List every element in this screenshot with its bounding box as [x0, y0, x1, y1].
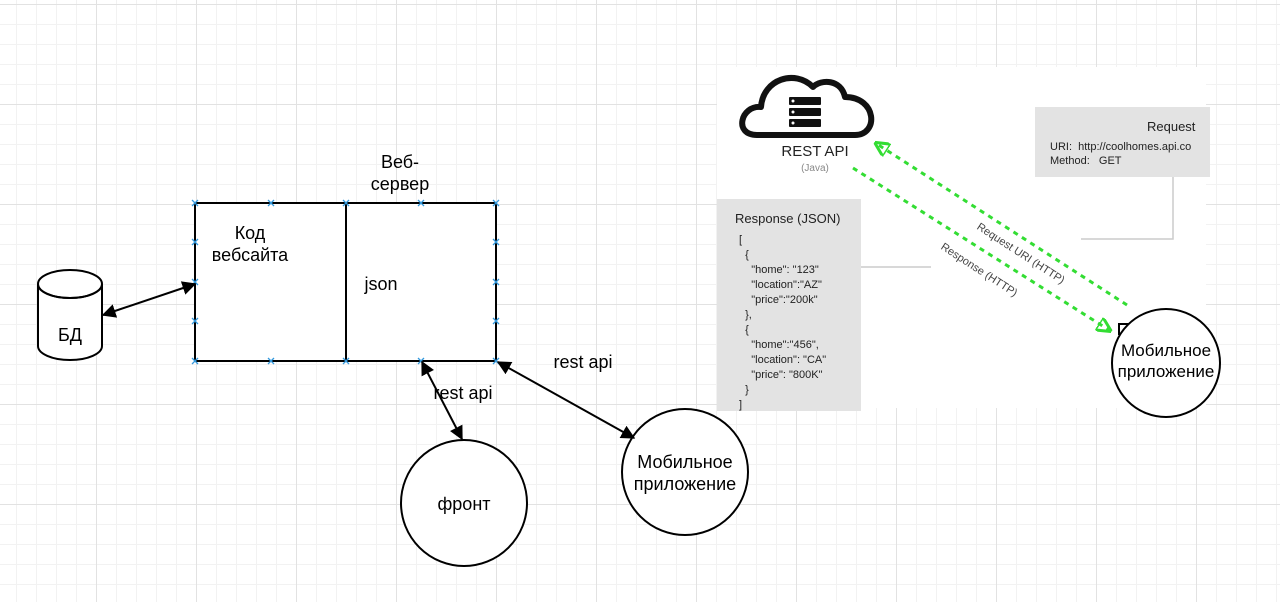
request-box: Request URI: http://coolhomes.api.co Met…: [1035, 107, 1210, 177]
db-webserver-arrow[interactable]: [101, 281, 197, 318]
webserver-label-text: Веб- сервер: [370, 152, 430, 194]
front-circle[interactable]: [400, 439, 528, 567]
request-uri: URI: http://coolhomes.api.co: [1050, 141, 1192, 153]
database-cylinder[interactable]: [37, 269, 103, 361]
db-label: БД: [57, 325, 82, 345]
mobile-label-text: Мобильное приложение: [633, 452, 737, 494]
request-method: Method: GET: [1050, 155, 1122, 167]
rest-api-title: REST API: [781, 143, 849, 160]
rest-api-label-right: rest api: [553, 352, 613, 372]
webserver-mobile-arrow[interactable]: [496, 361, 636, 439]
rest-api-subtitle: (Java): [801, 163, 829, 174]
mobile-app-circle[interactable]: [621, 408, 749, 536]
webserver-front-arrow[interactable]: [421, 360, 463, 441]
front-label: фронт: [437, 494, 491, 514]
code-label-text: Код вебсайта: [211, 223, 289, 265]
mobile-label: Мобильное приложение: [620, 451, 750, 495]
response-box: Response (JSON) [ { "home": "123" "locat…: [717, 199, 861, 411]
mobile-overlay-circle: [1111, 308, 1221, 418]
request-connector: [1081, 177, 1174, 240]
rest-api-image-panel: REST API (Java) Request URI: http://cool…: [717, 67, 1221, 418]
mobile-overlay-label: Мобильное приложение: [1110, 340, 1222, 382]
mobile-overlay-label-text: Мобильное приложение: [1117, 341, 1215, 381]
code-label: Код вебсайта: [200, 222, 300, 266]
cloud-server-icon: [739, 75, 875, 138]
json-label: json: [364, 274, 398, 294]
rest-api-label-left: rest api: [433, 383, 493, 403]
response-arrow: [852, 166, 1109, 330]
response-body: [ { "home": "123" "location":"AZ" "price…: [739, 234, 827, 411]
response-title: Response (JSON): [735, 211, 841, 226]
webserver-label: Веб- сервер: [360, 151, 440, 195]
request-title: Request: [1147, 119, 1196, 134]
rest-api-image-art: [739, 75, 1221, 418]
